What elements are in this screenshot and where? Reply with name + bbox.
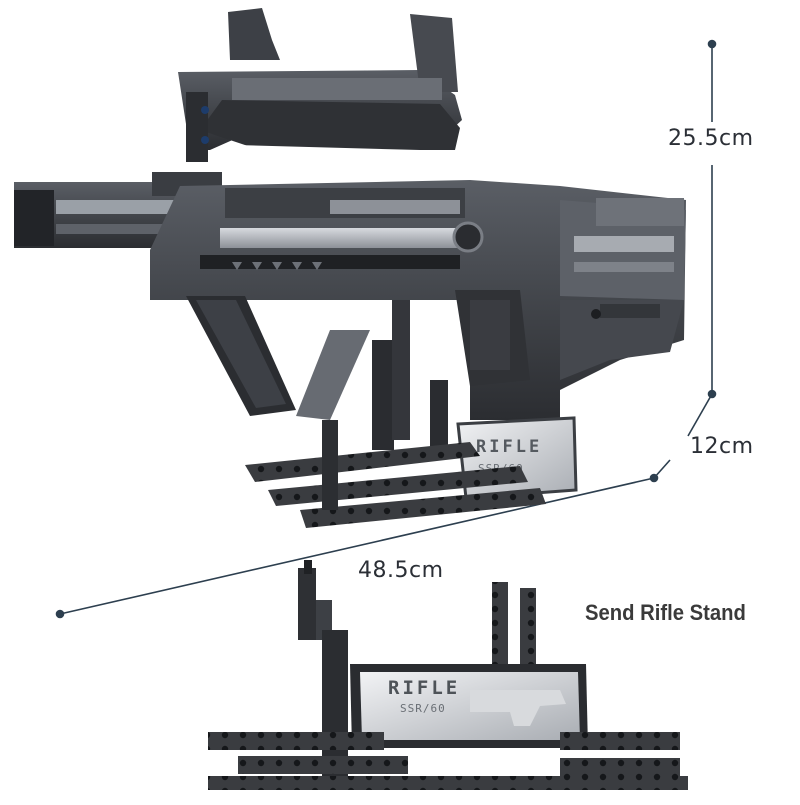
rifle-stand: RIFLE SSR/60 xyxy=(208,560,688,790)
rifle-model: RIFLE SSR/60 xyxy=(14,8,686,528)
magazine-label: RIFLE xyxy=(476,437,542,457)
stand-sublabel: SSR/60 xyxy=(400,702,446,715)
rifle-display-stand xyxy=(245,300,546,528)
length-dimension-label: 48.5cm xyxy=(358,558,444,583)
dimension-lines xyxy=(55,39,717,619)
promo-text: Send Rifle Stand xyxy=(585,600,746,625)
height-dimension-label: 25.5cm xyxy=(668,126,754,151)
stand-label: RIFLE xyxy=(388,677,460,699)
depth-dimension-label: 12cm xyxy=(690,434,754,459)
